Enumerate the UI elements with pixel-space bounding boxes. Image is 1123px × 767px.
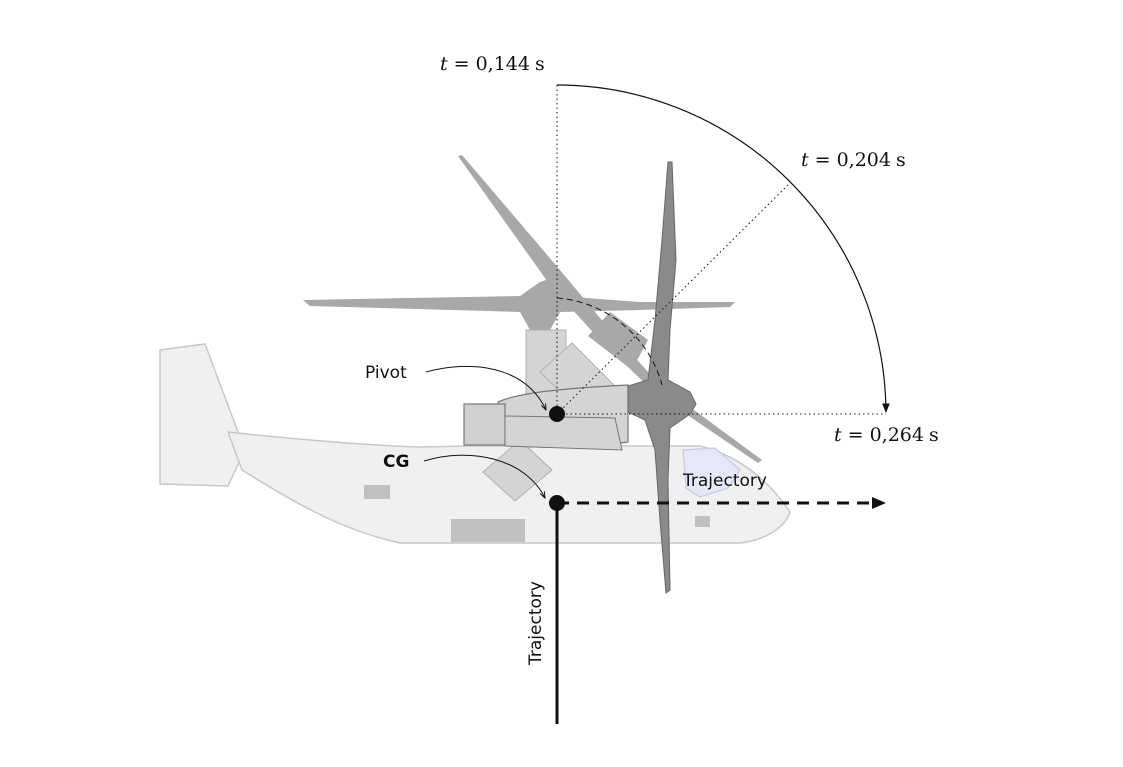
rotation-guides — [556, 84, 890, 415]
pivot-point — [549, 406, 565, 422]
markers — [423, 365, 565, 511]
rotor-blades-vertical — [627, 161, 697, 594]
trajectory-horizontal-arrowhead — [872, 497, 886, 509]
ghost-engine-lower — [482, 439, 553, 502]
window — [364, 485, 390, 499]
trajectory-horizontal-label: Trajectory — [682, 471, 767, 491]
cg-leader — [423, 454, 545, 498]
cg-point — [549, 495, 565, 511]
ghost-hub-diagonal — [588, 312, 648, 370]
pivot-leader — [425, 365, 546, 410]
hub-path-arc — [556, 297, 663, 386]
guide-diagonal — [556, 182, 791, 415]
engine-inlet — [463, 403, 506, 446]
cargo-door — [451, 519, 525, 542]
trajectory-vertical-label: Trajectory — [526, 581, 546, 666]
pivot-label: Pivot — [365, 363, 407, 383]
ghost-blade-horizontal — [303, 278, 735, 330]
nacelle-lower-fairing — [504, 415, 623, 451]
cockpit-canopy — [682, 447, 741, 498]
rotation-arc — [556, 84, 890, 413]
cg-label: CG — [383, 452, 409, 472]
trajectories — [555, 497, 886, 724]
cockpit-window — [695, 516, 710, 527]
tail-fin — [159, 343, 243, 487]
